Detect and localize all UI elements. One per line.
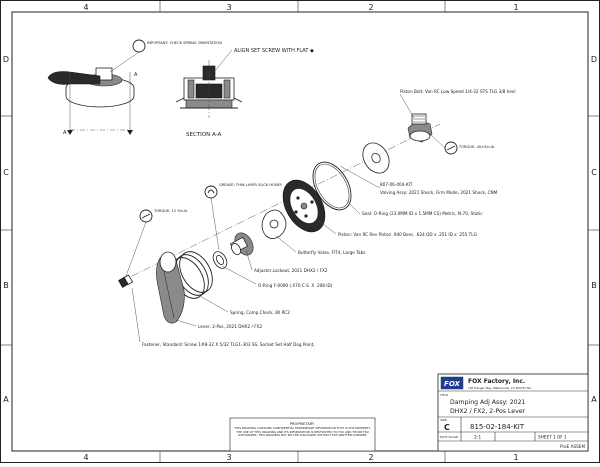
zone-row-label: D [591,55,597,64]
zone-row-label: A [591,395,597,404]
adjuster-label: Adjuster,Lockout, 2021 DHX2 / FX2 [254,268,328,273]
fastener-label: Fastener, Standard: Screw 1#8-32 X 5/32 … [142,342,315,347]
drawing-title-line2: DHX2 / FX2, 2-Pos Lever [450,408,526,415]
fox-logo [440,376,464,390]
o-ring-label: O-Ring F-0090 (.070 C.S. X .208 ID) [258,283,333,288]
piston-bolt-part [407,113,433,143]
zone-col-label: 4 [83,453,88,462]
company-address: 130 Hangar Way, Watsonville, CA 95076 US… [468,386,531,390]
proprietary-block: PROPRIETARY THIS DRAWING CONTAINS CONFID… [229,417,376,452]
title-block: FOX FOX Factory, Inc. 130 Hangar Way, Wa… [437,373,589,452]
important-note: IMPORTANT: CHECK SPRING ORIENTATION [147,41,222,45]
title-label: TITLE [439,393,448,397]
seal-o-ring-part [312,161,352,211]
zone-row-label: D [3,55,9,64]
assembly-iso-view: A A [47,67,138,136]
align-set-screw-note: ALIGN SET SCREW WITH FLAT ◆ [234,48,314,54]
sheet-number: SHEET 1 OF 1 [538,435,567,440]
zone-col-label: 2 [368,453,373,462]
zone-row-label: A [3,395,9,404]
proprietary-text: THIS DRAWING CONTAINS CONFIDENTIAL PROPR… [234,427,371,438]
lever-label: Lever, 2-Pos, 2021 DHX2 / FX2 [198,324,262,329]
scale-value: 2:1 [474,435,481,441]
lever-part [156,251,185,324]
section-mark: A [63,130,67,136]
part-number: 815-02-184-KIT [470,423,525,431]
section-mark: A [134,72,138,78]
size-value: C [444,423,450,432]
zone-row-label: B [591,281,597,290]
zone-col-label: 3 [226,3,231,12]
kit-number-label: 807-06-404-KIT [380,182,413,187]
zone-col-label: 4 [83,3,88,12]
leader-lines [131,165,381,343]
company-name: FOX Factory, Inc. [468,378,525,385]
piston-label: Piston: Van RC Rev Piston .940 Bore, .62… [338,232,477,237]
piston-bolt-label: Piston Bolt: Van RC Low Speed 1/4-32 STS… [400,89,515,94]
fox-logo-text: FOX [444,380,460,388]
seal-label: Seal: O-Ring (23.0MM ID x 1.5MM CS) Metr… [362,211,483,216]
torque-note-1: TORQUE: 40±5in-lb [458,145,495,149]
proe-label: ProE ASSEM [560,444,585,449]
drawing-title-line1: Damping Adj Assy: 2021 [450,399,526,406]
zone-col-label: 1 [513,3,518,12]
washer-part [362,142,390,174]
size-label: SIZE [440,418,447,422]
zone-row-label: C [591,168,597,177]
piston-part [282,179,326,233]
proprietary-heading: PROPRIETARY [290,422,315,426]
valving-assy-label: Valving Assy: 2021 Shock, Firm Mode, 202… [380,190,498,195]
fastener-part [118,274,134,288]
spring-label: Spring, Comp.Check, 8ll RC2 [230,310,290,315]
zone-row-label: B [3,281,9,290]
scale-label: PLOT SCALE [440,435,458,439]
grease-note: GREASE: THIN LAYER SLICK HONEY [219,183,283,187]
zone-col-label: 3 [226,453,231,462]
section-label: SECTION A-A [186,132,221,138]
section-a-a-view [175,60,243,118]
zone-row-label: C [3,168,9,177]
zone-col-label: 2 [368,3,373,12]
butterfly-valve-label: Butterfly Valve, FIT4, Large Tabs [298,250,365,255]
zone-col-label: 1 [513,453,518,462]
butterfly-valve-part [261,209,287,239]
torque-note-2: TORQUE: 12 5in-lb [153,209,188,213]
adjuster-part [229,232,254,256]
